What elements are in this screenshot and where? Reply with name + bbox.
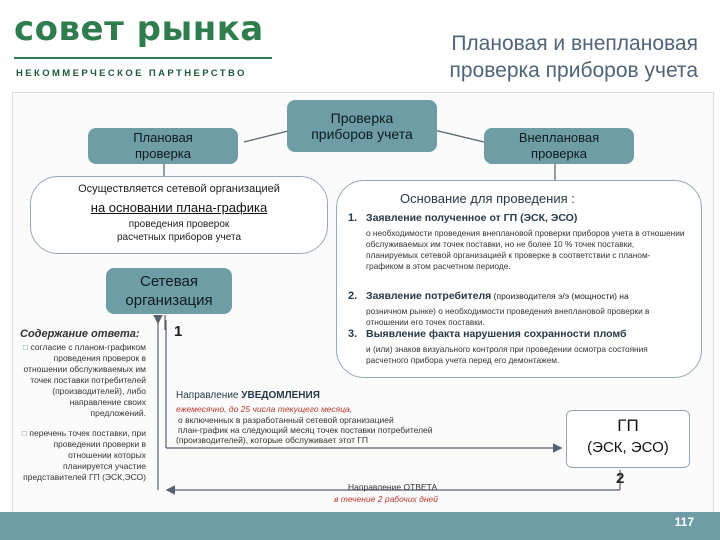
reason-3-title: Выявление факта нарушения сохранности пл… (366, 328, 627, 340)
logo-subtitle: НЕКОММЕРЧЕСКОЕ ПАРТНЕРСТВО (16, 68, 247, 79)
network-organization-box: Сетевая организация (106, 268, 232, 314)
unplanned-reasons-panel (336, 180, 702, 378)
answer-heading: Направление ОТВЕТА (348, 482, 438, 492)
gp-line1: ГП (617, 416, 639, 435)
gp-box: ГП (ЭСК, ЭСО) (566, 410, 690, 468)
reason-1-text: о необходимости проведения внеплановой п… (366, 228, 685, 271)
network-org-line1: Сетевая (140, 273, 198, 290)
footer-bar (0, 512, 720, 540)
response-item-2: □ перечень точек поставки, при проведени… (18, 428, 146, 483)
planned-basis-text: на основании плана-графика (90, 200, 268, 215)
planned-check-line1: Плановая (133, 130, 193, 145)
logo-wordmark: совет рынка (14, 9, 264, 49)
notification-heading: Направление УВЕДОМЛЕНИЯ (176, 390, 320, 401)
meter-check-box: Проверка приборов учета (287, 100, 437, 152)
notification-line1: о включенных в разработанный сетевой орг… (178, 415, 394, 425)
notification-line3: (производителей), которые обслуживает эт… (176, 435, 369, 445)
meter-check-line1: Проверка (330, 110, 394, 126)
reasons-heading: Основание для проведения : (400, 191, 575, 206)
unplanned-check-line2: проверка (531, 146, 587, 161)
reason-2-text: розничном рынке) о необходимости проведе… (366, 306, 650, 327)
response-item-1-text: согласие с планом-графиком проведения пр… (23, 342, 146, 418)
planned-check-line2: проверка (135, 146, 191, 161)
page-number: 117 (674, 515, 694, 529)
slide-title-line2: проверка приборов учета (449, 59, 699, 82)
planned-check-box: Плановая проверка (88, 128, 238, 164)
reason-2-number: 2. (348, 290, 358, 302)
gp-line2: (ЭСК, ЭСО) (587, 439, 669, 456)
notification-heading-bold: УВЕДОМЛЕНИЯ (241, 390, 320, 401)
response-item-2-text: перечень точек поставки, при проведении … (23, 428, 146, 482)
response-heading: Содержание ответа: (20, 328, 140, 340)
network-org-line2: организация (125, 292, 213, 309)
planned-performer-text: Осуществляется сетевой организацией (78, 183, 280, 195)
checkbox-icon: □ (21, 428, 30, 438)
slide-title-line1: Плановая и внеплановая (451, 32, 698, 55)
reason-2-title: Заявление потребителя (366, 290, 492, 302)
reason-2-title-suffix: (производителя э/э (мощности) на (493, 291, 629, 301)
slide-title: Плановая и внеплановая проверка приборов… (368, 30, 699, 84)
logo-divider (14, 57, 272, 59)
reason-2-heading: Заявление потребителя (производителя э/э… (366, 290, 696, 302)
planned-schedule-line2: расчетных приборов учета (116, 232, 242, 243)
reason-3-number: 3. (348, 328, 358, 340)
unplanned-check-line1: Внеплановая (518, 130, 600, 145)
reason-1-title: Заявление полученное от ГП (ЭСК, ЭСО) (366, 212, 578, 224)
planned-description-panel (30, 176, 328, 254)
response-item-1: □ согласие с планом-графиком проведения … (18, 342, 146, 419)
notification-deadline: ежемесячно, до 25 числа текущего месяца, (176, 404, 353, 414)
step-one-marker: 1 (174, 323, 183, 340)
checkbox-icon: □ (23, 342, 31, 352)
answer-deadline: в течение 2 рабочих дней (334, 494, 438, 504)
step-two-marker: 2 (616, 470, 625, 487)
notification-line2: план-график на следующий месяц точек пос… (178, 425, 433, 435)
notification-heading-prefix: Направление (176, 390, 242, 401)
meter-check-line2: приборов учета (311, 126, 413, 142)
unplanned-check-box: Внеплановая проверка (484, 128, 634, 164)
reason-3-text: и (или) знаков визуального контроля при … (366, 344, 648, 365)
reason-1-number: 1. (348, 212, 358, 224)
planned-schedule-line1: проведения проверок (128, 219, 230, 230)
